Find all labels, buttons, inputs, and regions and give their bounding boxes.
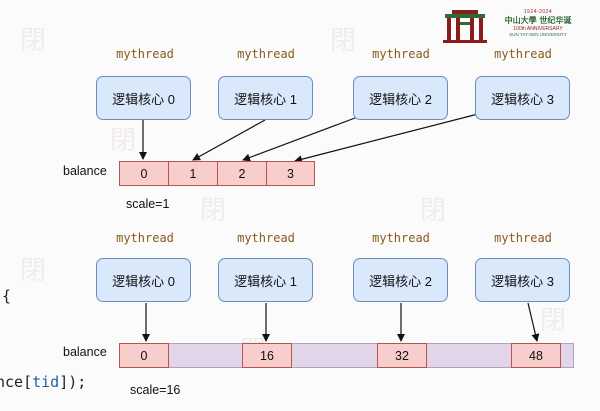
- balance-cell-3: 3: [266, 161, 315, 186]
- thread-label-3: mythread: [494, 47, 552, 61]
- logo-years: 1924-2024: [523, 9, 553, 15]
- padding-strip: [119, 343, 574, 368]
- code-brace: {: [2, 287, 12, 305]
- code-prefix: nce[: [0, 373, 33, 391]
- thread-label-2: mythread: [372, 47, 430, 61]
- logo-university: SUN YAT-SEN UNIVERSITY: [509, 32, 567, 37]
- thread-label-2-bottom: mythread: [372, 231, 430, 245]
- logical-core-1-bottom: 逻辑核心 1: [218, 258, 313, 302]
- balance-cell-0: 0: [119, 161, 169, 186]
- logo-anniversary: 100th ANNIVERSARY: [513, 26, 563, 32]
- logical-core-3: 逻辑核心 3: [475, 76, 570, 120]
- thread-label-1: mythread: [237, 47, 295, 61]
- gate-logo-icon: [443, 10, 487, 43]
- arrow-core2-cell2: [242, 117, 356, 162]
- logo-name: 中山大學 世纪华诞: [504, 15, 572, 25]
- balance-cell-2: 2: [217, 161, 267, 186]
- logical-core-3-bottom: 逻辑核心 3: [475, 258, 570, 302]
- logical-core-2: 逻辑核心 2: [353, 76, 448, 120]
- scale-label-bottom: scale=16: [130, 383, 181, 397]
- university-logo: 1924-2024 中山大學 世纪华诞 100th ANNIVERSARY SU…: [442, 8, 582, 46]
- balance-cell-32: 32: [377, 343, 427, 368]
- arrow-core1-cell1: [192, 119, 266, 161]
- balance-cell-0-bottom: 0: [119, 343, 169, 368]
- code-variable: tid: [32, 373, 60, 391]
- thread-label-3-bottom: mythread: [494, 231, 552, 245]
- balance-label: balance: [63, 164, 107, 178]
- code-line: nce[tid]);: [0, 373, 86, 391]
- code-suffix: ]);: [59, 373, 87, 391]
- thread-label-0-bottom: mythread: [116, 231, 174, 245]
- logical-core-2-bottom: 逻辑核心 2: [353, 258, 448, 302]
- thread-label-0: mythread: [116, 47, 174, 61]
- logical-core-1: 逻辑核心 1: [218, 76, 313, 120]
- arrow-core3-cell48: [527, 302, 540, 342]
- balance-cell-1: 1: [168, 161, 218, 186]
- logical-core-0: 逻辑核心 0: [96, 76, 191, 120]
- arrow-core3-cell3: [294, 113, 479, 164]
- balance-label-bottom: balance: [63, 345, 107, 359]
- thread-label-1-bottom: mythread: [237, 231, 295, 245]
- logical-core-0-bottom: 逻辑核心 0: [96, 258, 191, 302]
- balance-cell-16: 16: [242, 343, 292, 368]
- scale-label: scale=1: [126, 197, 170, 211]
- balance-cell-48: 48: [511, 343, 561, 368]
